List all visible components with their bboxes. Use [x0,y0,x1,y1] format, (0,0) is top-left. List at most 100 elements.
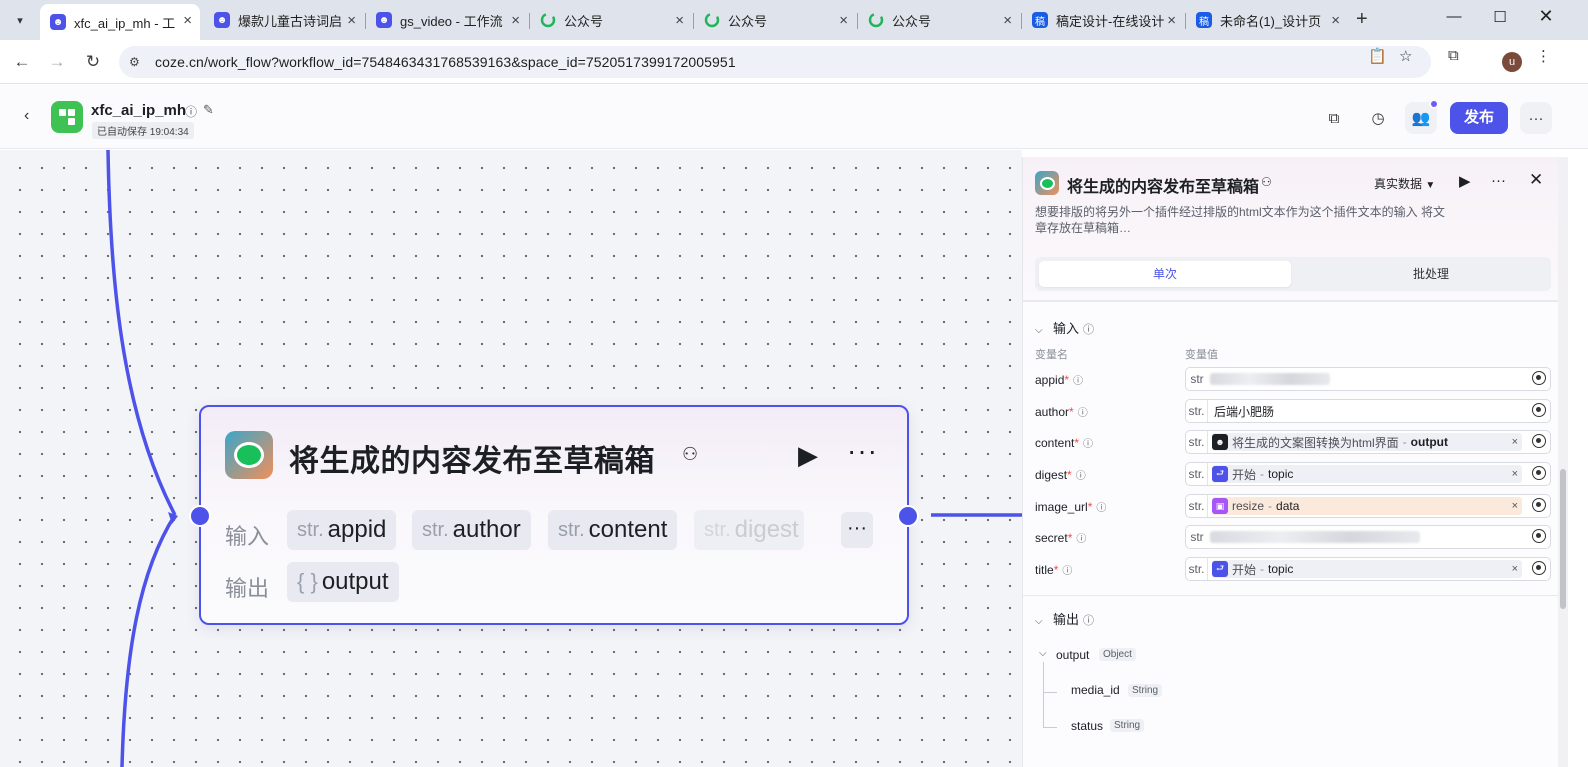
close-icon[interactable]: × [183,12,192,29]
variable-reference[interactable]: ☻ 将生成的文案图转换为html界面-output × [1212,433,1522,451]
browser-tab-6[interactable]: 公众号 × [858,4,1020,36]
coze-icon: ☻ [50,14,66,30]
browser-tab-4[interactable]: 公众号 × [530,4,692,36]
run-test-icon[interactable]: ▶ [1459,173,1471,190]
extensions-icon[interactable]: ⧉ [1448,47,1459,64]
ref-separator: - [1402,435,1407,449]
start-node-icon: ⮐ [1212,466,1228,482]
variable-reference[interactable]: ⮐ 开始-topic × [1212,560,1522,578]
info-icon[interactable]: ⓘ [185,105,198,119]
publish-button[interactable]: 发布 [1450,102,1508,134]
info-icon[interactable]: ⓘ [1075,471,1086,482]
browser-tab-2[interactable]: ☻ 爆款儿童古诗词启 × [204,4,364,36]
param-value-appid[interactable]: str [1185,367,1551,391]
browser-tab-5[interactable]: 公众号 × [694,4,856,36]
panel-more-icon[interactable]: ··· [1491,172,1506,189]
info-icon[interactable]: ⓘ [1083,615,1095,627]
edit-icon[interactable]: ✎ [203,102,214,117]
ref-separator: - [1268,499,1273,513]
param-value-secret[interactable]: str [1185,525,1551,549]
chevron-down-icon[interactable]: ⌵ [1039,648,1047,659]
back-arrow-icon[interactable]: ← [13,52,31,71]
variable-ref-icon[interactable] [1532,529,1546,543]
close-panel-icon[interactable]: ✕ [1529,170,1544,189]
panel-scrollbar[interactable] [1558,157,1568,767]
info-icon[interactable]: ⓘ [1083,324,1095,336]
variable-ref-icon[interactable] [1532,466,1546,480]
close-icon[interactable]: × [1167,12,1176,29]
close-icon[interactable]: × [1331,12,1340,29]
url-input[interactable]: ⚙ coze.cn/work_flow?workflow_id=75484634… [119,46,1431,78]
close-icon[interactable]: × [347,12,356,29]
param-value-title[interactable]: str. ⮐ 开始-topic × [1185,557,1551,581]
info-icon[interactable]: ⓘ [1062,566,1073,577]
info-icon[interactable]: ⓘ [1083,439,1094,450]
workflow-canvas[interactable]: 将生成的内容发布至草稿箱 ⚇ ▶ ··· 输入 str.appid str.au… [0,150,1022,767]
coze-icon: ☻ [214,12,230,28]
new-tab-icon[interactable]: + [1356,8,1368,30]
variable-reference[interactable]: ⮐ 开始-topic × [1212,465,1522,483]
copy-icon[interactable]: ⧉ [1328,109,1340,127]
remove-ref-icon[interactable]: × [1511,468,1518,480]
window-close-icon[interactable]: ✕ [1538,6,1554,26]
remove-ref-icon[interactable]: × [1511,563,1518,575]
output-port[interactable] [897,505,919,527]
bookmark-star-icon[interactable]: ☆ [1399,48,1413,65]
param-value-image-url[interactable]: str. ▣ resize-data × [1185,494,1551,518]
browser-tab-1[interactable]: ☻ xfc_ai_ip_mh - 工 × [40,4,200,40]
variable-ref-icon[interactable] [1532,434,1546,448]
browser-tab-3[interactable]: ☻ gs_video - 工作流 × [366,4,528,36]
browser-tab-8[interactable]: 稿 未命名(1)_设计页 × [1186,4,1348,36]
info-icon[interactable]: ⓘ [1096,503,1107,514]
param-value-text[interactable]: 后端小肥肠 [1214,404,1275,419]
wechat-official-icon [704,12,720,28]
info-icon[interactable]: ⓘ [1076,534,1087,545]
url-text[interactable]: coze.cn/work_flow?workflow_id=7548463431… [155,54,736,70]
info-icon[interactable]: ⓘ [1077,408,1088,419]
close-icon[interactable]: × [1003,12,1012,29]
variable-ref-icon[interactable] [1532,498,1546,512]
required-mark: * [1074,436,1080,450]
maximize-icon[interactable]: ☐ [1493,9,1507,26]
output-field-type: Object [1099,648,1136,661]
minimize-icon[interactable]: — [1446,8,1462,25]
variable-reference[interactable]: ▣ resize-data × [1212,497,1522,515]
site-settings-icon[interactable]: ⚙ [129,55,140,69]
close-icon[interactable]: × [675,12,684,29]
tab-batch[interactable]: 批处理 [1412,267,1449,281]
clipboard-icon[interactable]: 📋 [1368,48,1387,65]
info-icon[interactable]: ⓘ [1073,376,1084,387]
input-chip-content: str.content [548,510,678,550]
param-value-digest[interactable]: str. ⮐ 开始-topic × [1185,462,1551,486]
variable-ref-icon[interactable] [1532,371,1546,385]
profile-avatar[interactable]: u [1502,52,1522,72]
variable-ref-icon[interactable] [1532,561,1546,575]
data-mode-select[interactable]: 真实数据 ▼ [1374,175,1435,192]
more-inputs-button[interactable]: ··· [841,512,873,548]
scrollbar-thumb[interactable] [1560,469,1566,609]
input-port[interactable] [189,505,211,527]
close-icon[interactable]: × [839,12,848,29]
wechat-official-icon [868,12,884,28]
node-more-icon[interactable]: ··· [847,435,878,466]
param-value-content[interactable]: str. ☻ 将生成的文案图转换为html界面-output × [1185,430,1551,454]
history-icon[interactable]: ◷ [1371,110,1385,127]
browser-tab-7[interactable]: 稿 稿定设计-在线设计 × [1022,4,1184,36]
variable-ref-icon[interactable] [1532,403,1546,417]
tab-single[interactable]: 单次 [1039,261,1291,287]
close-icon[interactable]: × [511,12,520,29]
reload-icon[interactable]: ↻ [85,52,101,71]
remove-ref-icon[interactable]: × [1511,500,1518,512]
remove-ref-icon[interactable]: × [1511,436,1518,448]
back-chevron-icon[interactable]: ‹ [24,107,30,124]
browser-menu-icon[interactable]: ⋮ [1536,48,1551,65]
more-options-icon[interactable]: ··· [1520,102,1552,134]
tab-search-chevron-icon[interactable]: ▾ [17,14,23,27]
param-value-author[interactable]: str. 后端小肥肠 [1185,399,1551,423]
run-node-icon[interactable]: ▶ [798,440,818,470]
forward-arrow-icon[interactable]: → [48,52,66,71]
plugin-badge-icon: ⚇ [682,444,699,464]
publish-to-drafts-node[interactable]: 将生成的内容发布至草稿箱 ⚇ ▶ ··· 输入 str.appid str.au… [199,405,909,625]
